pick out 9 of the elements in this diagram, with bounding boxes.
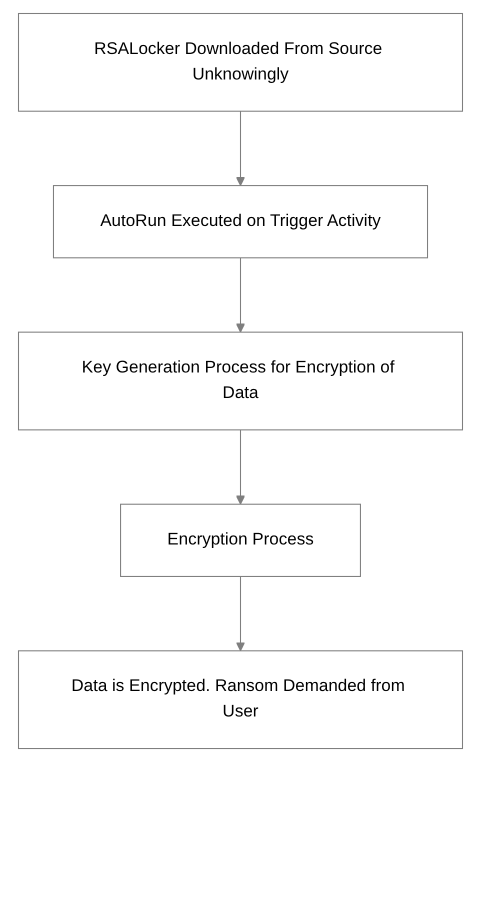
node-box: AutoRun Executed on Trigger Activity bbox=[52, 185, 428, 258]
node-box: RSALocker Downloaded From Source Unknowingly bbox=[18, 12, 464, 112]
arrow bbox=[236, 111, 246, 186]
arrow bbox=[236, 258, 246, 333]
arrow bbox=[236, 430, 246, 505]
node-box: Key Generation Process for Encryption of Data bbox=[18, 332, 464, 430]
node-box: Encryption Process bbox=[120, 504, 361, 577]
arrow bbox=[236, 576, 246, 652]
node-box: Data is Encrypted. Ransom Demanded from User bbox=[18, 650, 464, 750]
